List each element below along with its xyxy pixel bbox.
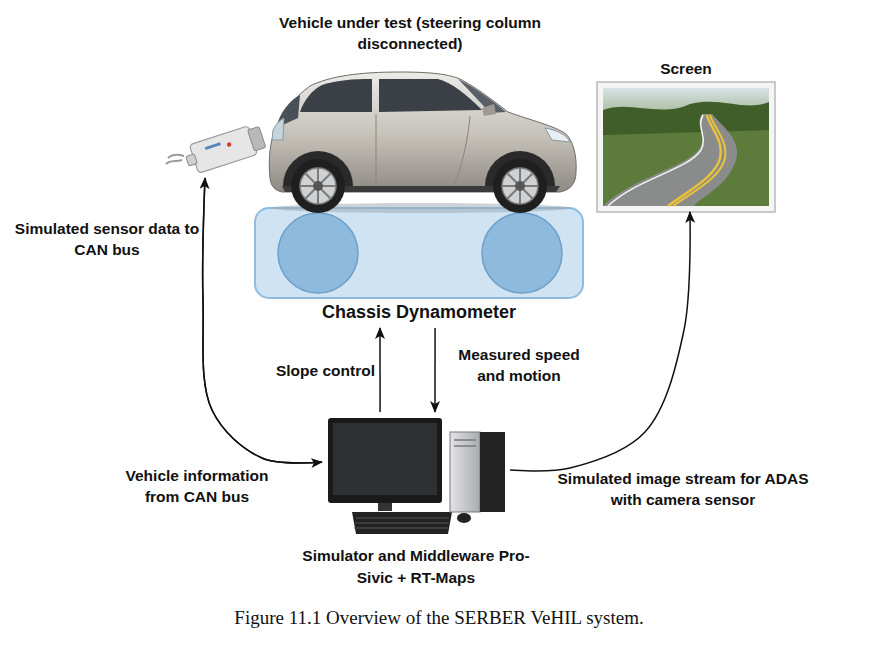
tire (493, 159, 547, 213)
car-drawing (269, 72, 576, 213)
signal-label: Vehicle information from CAN bus (107, 465, 287, 507)
car-window (300, 79, 372, 112)
monitor (328, 418, 442, 503)
rim (300, 168, 336, 204)
screen-heading: Screen (597, 58, 775, 79)
tower-front (450, 432, 480, 512)
dongle-body (189, 126, 257, 174)
display-screen: Screen (597, 82, 775, 212)
door-line (376, 114, 470, 184)
road (603, 114, 737, 206)
vehicle-heading: Vehicle under test (steering column disc… (265, 12, 555, 54)
roller (278, 213, 358, 293)
road-edge-line (608, 115, 703, 206)
rim-spokes (502, 168, 538, 204)
signal-arrow (510, 212, 690, 471)
can-dongle-drawing (166, 123, 267, 176)
monitor-stand (378, 503, 392, 511)
rim (502, 168, 538, 204)
tower-side (480, 432, 505, 512)
tree-line (603, 102, 769, 135)
dongle-cable (166, 155, 184, 164)
signal-label: Simulated image stream for ADAS with cam… (552, 468, 814, 510)
rim-spokes (300, 168, 336, 204)
screen-frame (597, 82, 775, 212)
hub (313, 181, 323, 191)
chassis-dynamometer: Chassis Dynamometer (255, 208, 583, 328)
dongle-strain-relief (186, 154, 198, 166)
hub (515, 181, 525, 191)
road-centerline (673, 115, 725, 206)
screen-image (603, 88, 769, 206)
can-interface (180, 125, 265, 178)
connector-group (203, 178, 690, 471)
figure-caption: Figure 11.1 Overview of the SERBER VeHIL… (40, 606, 838, 630)
vehicle-illustration: Vehicle under test (steering column disc… (265, 70, 578, 212)
taillight (272, 118, 284, 140)
roller (482, 213, 562, 293)
signal-label: Slope control (250, 360, 375, 381)
dynamometer-base (255, 208, 583, 298)
drive-bays (454, 440, 476, 446)
dynamometer-drawing (255, 208, 583, 298)
computer-drawing (328, 418, 505, 534)
dongle-led (226, 142, 232, 148)
headlight (545, 128, 570, 142)
side-mirror (482, 104, 496, 116)
dongle-marking (205, 142, 221, 150)
mouse (457, 513, 471, 523)
signal-label: Simulated sensor data to CAN bus (12, 218, 202, 260)
tire (291, 159, 345, 213)
keyboard (352, 512, 452, 534)
computer-heading: Simulator and Middleware Pro-Sivic + RT-… (287, 545, 545, 589)
signal-arrow (434, 328, 436, 412)
car-windshield (458, 79, 506, 113)
dynamometer-heading: Chassis Dynamometer (255, 302, 583, 323)
dongle-connector (248, 126, 266, 151)
signal-label: Measured speed and motion (443, 344, 595, 386)
monitor-screen (333, 423, 437, 495)
signal-arrow (203, 178, 322, 463)
screen-drawing (597, 82, 775, 212)
keyboard-keys (354, 518, 449, 528)
signal-arrow (203, 178, 322, 463)
signal-arrow (379, 328, 381, 412)
simulator-computer: Simulator and Middleware Pro-Sivic + RT-… (322, 412, 510, 537)
